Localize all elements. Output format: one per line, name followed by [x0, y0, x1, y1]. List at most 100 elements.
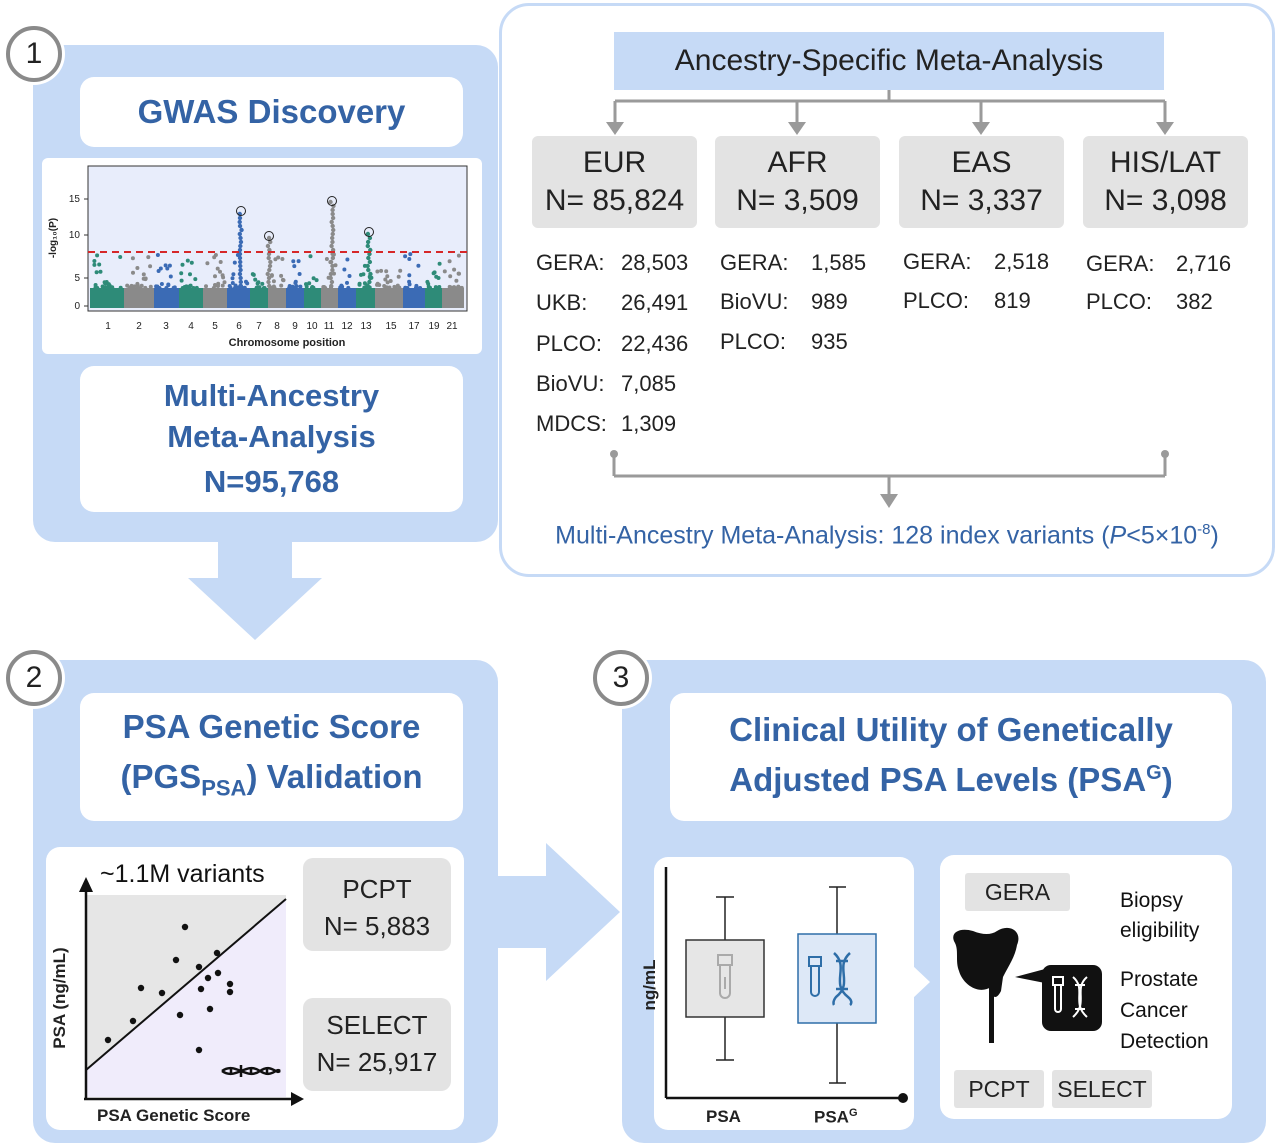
manhattan-xtick-label: 11	[324, 321, 335, 332]
prostate-icon	[953, 927, 1102, 1043]
clinical-title-line2: Adjusted PSA Levels (PSAG)	[670, 761, 1232, 799]
manhattan-point	[437, 261, 442, 266]
manhattan-band	[286, 288, 304, 308]
manhattan-peak-point	[329, 279, 335, 285]
manhattan-band	[90, 288, 124, 308]
manhattan-peak-point	[237, 219, 242, 225]
manhattan-point	[158, 266, 163, 271]
multi-ancestry-line2: Meta-Analysis	[167, 419, 376, 454]
eas-cohort-row: GERA:2,518	[903, 249, 1049, 275]
manhattan-point	[213, 283, 217, 287]
scatter-dot	[195, 963, 203, 971]
manhattan-point	[332, 271, 336, 276]
manhattan-point	[182, 285, 187, 289]
pgs-ylabel: PSA (ng/mL)	[50, 947, 69, 1049]
manhattan-point	[428, 285, 432, 290]
manhattan-peak-point	[366, 255, 371, 261]
psag-label: PSA	[814, 1107, 849, 1127]
manhattan-point	[188, 272, 192, 277]
manhattan-point	[455, 285, 460, 290]
manhattan-point	[135, 283, 140, 288]
eur-cohort-row: PLCO:22,436	[536, 331, 688, 357]
cohort-name: GERA:	[536, 250, 605, 275]
pgs-title-post: ) Validation	[246, 758, 423, 795]
afr-cohort-row: PLCO:935	[720, 329, 848, 355]
manhattan-point	[362, 285, 367, 290]
manhattan-point	[279, 273, 284, 278]
manhattan-peak-point	[330, 207, 335, 213]
scatter-dot	[226, 988, 234, 996]
manhattan-point	[191, 286, 196, 290]
manhattan-peak-point	[329, 243, 334, 249]
manhattan-point	[230, 281, 235, 285]
cohort-name: PLCO:	[720, 329, 787, 354]
manhattan-point	[92, 259, 97, 263]
manhattan-peak-point	[238, 259, 243, 265]
result-p: P	[1109, 521, 1127, 550]
test-tube-icon	[717, 954, 733, 999]
manhattan-point	[432, 270, 437, 275]
manhattan-point	[314, 278, 319, 283]
scatter-dot	[213, 949, 221, 957]
manhattan-point	[230, 276, 235, 281]
manhattan-band	[268, 288, 286, 308]
manhattan-point	[244, 279, 248, 284]
manhattan-point	[414, 285, 418, 290]
manhattan-point	[384, 269, 389, 274]
multi-ancestry-line1: Multi-Ancestry	[163, 378, 380, 413]
manhattan-point	[155, 284, 160, 289]
manhattan-point	[293, 281, 298, 285]
manhattan-ylabel: -log₁₀(P)	[48, 218, 59, 258]
manhattan-peak-point	[237, 223, 243, 229]
manhattan-band	[154, 288, 179, 308]
manhattan-point	[168, 274, 173, 279]
manhattan-point	[345, 280, 349, 285]
manhattan-point	[403, 286, 408, 290]
manhattan-peak-point	[365, 263, 370, 269]
manhattan-peak-point	[365, 283, 370, 289]
manhattan-point	[387, 285, 392, 290]
manhattan-point	[171, 285, 176, 290]
step3-number: 3	[593, 650, 649, 706]
manhattan-peak-point	[267, 263, 273, 269]
manhattan-peak-point	[237, 215, 243, 221]
manhattan-point	[346, 285, 351, 290]
manhattan-peak-point	[265, 243, 271, 249]
manhattan-point	[418, 286, 423, 290]
manhattan-point	[95, 286, 100, 290]
manhattan-point	[125, 283, 130, 288]
manhattan-point	[407, 282, 412, 287]
manhattan-peak-point	[331, 227, 336, 233]
outcome-detection: Prostate Cancer Detection	[1120, 968, 1209, 1053]
multi-ancestry-n: N=95,768	[203, 464, 340, 499]
manhattan-point	[253, 277, 258, 282]
scatter-dot	[214, 969, 222, 977]
manhattan-ytick-label: 0	[74, 301, 80, 312]
manhattan-point	[456, 253, 461, 258]
manhattan-point	[189, 260, 194, 265]
manhattan-band	[442, 288, 464, 308]
manhattan-point	[292, 264, 297, 269]
small-right-arrow	[898, 965, 930, 999]
result-prefix: Multi-Ancestry Meta-Analysis: 128 index …	[555, 521, 1110, 550]
manhattan-point	[130, 256, 135, 261]
manhattan-lead-variant	[264, 231, 274, 241]
manhattan-peak-point	[238, 235, 243, 241]
ancestry-title-box: Ancestry-Specific Meta-Analysis	[614, 32, 1164, 90]
manhattan-ytick-label: 10	[69, 230, 81, 241]
manhattan-peak-point	[266, 255, 271, 261]
manhattan-peak-point	[238, 243, 243, 249]
manhattan-band	[403, 288, 425, 308]
manhattan-lead-variant	[364, 227, 374, 237]
test-tube-icon	[808, 956, 822, 997]
manhattan-point	[307, 281, 312, 286]
manhattan-xtick-label: 4	[188, 321, 194, 332]
manhattan-xtick-label: 21	[446, 321, 458, 332]
scatter-dot	[104, 1036, 112, 1044]
scatter-dot	[195, 1046, 203, 1054]
cohort-n: 7,085	[621, 371, 677, 396]
manhattan-point	[148, 284, 153, 289]
manhattan-xtick-label: 17	[408, 321, 420, 332]
manhattan-xtick-label: 13	[360, 321, 372, 332]
manhattan-point	[232, 260, 237, 265]
